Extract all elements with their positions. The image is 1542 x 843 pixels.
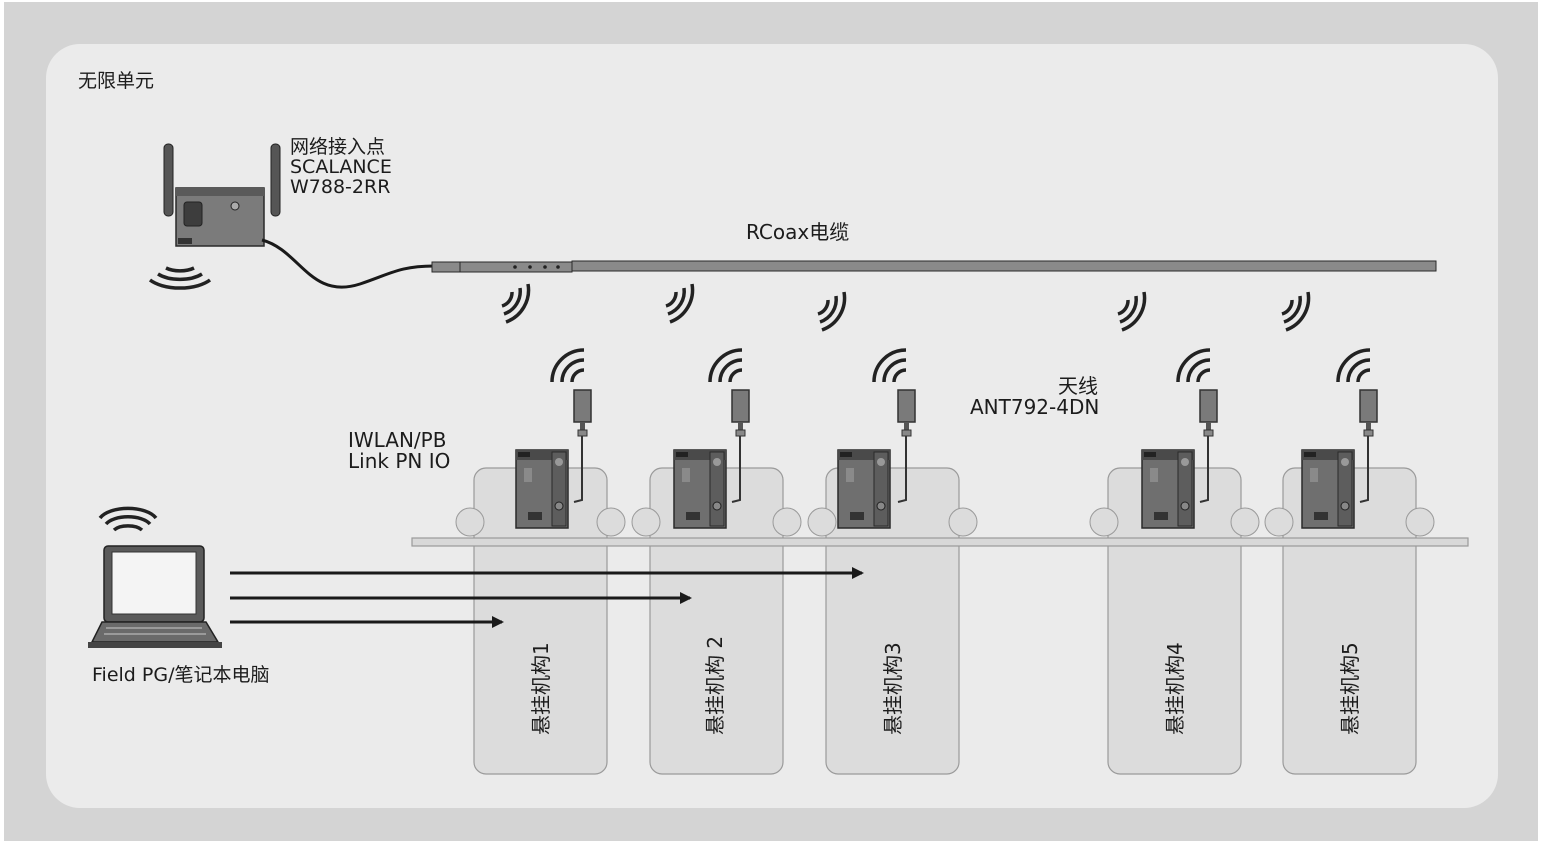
rcoax-cable (431, 260, 1437, 273)
antenna-wave-icons (550, 348, 1372, 384)
hanger-label-1: 悬挂机构1 (529, 642, 553, 735)
access-point-label-line2: SCALANCE (290, 155, 392, 178)
hanger-labels: 悬挂机构1 悬挂机构 2 悬挂机构3 悬挂机构4 悬挂机构5 (529, 636, 1362, 735)
hanger-label-3: 悬挂机构3 (881, 642, 905, 735)
antenna-wave-icon (708, 348, 744, 384)
access-point-label-line3: W788-2RR (290, 175, 391, 198)
link-module-icon (1301, 449, 1355, 529)
antenna-wave-icon (872, 348, 908, 384)
feeder-cable (261, 238, 435, 289)
cable-wave-icons (500, 282, 1311, 332)
diagram-title: 无限单元 (78, 70, 155, 92)
cable-wave-icon (1116, 290, 1147, 332)
laptop-icon (88, 506, 222, 648)
cable-wave-icon (664, 282, 695, 324)
access-point-label: 网络接入点 SCALANCE W788-2RR (290, 136, 392, 198)
link-module-icon (673, 449, 727, 529)
antenna-label-line1: 天线 (1058, 374, 1098, 398)
hanger-label-4: 悬挂机构4 (1163, 642, 1187, 735)
cable-wave-icon (816, 290, 847, 332)
link-module-label-line2: Link PN IO (348, 449, 451, 473)
access-point-device (163, 143, 281, 247)
link-module-icon (1141, 449, 1195, 529)
antenna-label-line2: ANT792-4DN (970, 395, 1100, 419)
hanger-label-2: 悬挂机构 2 (703, 636, 727, 735)
hanger-label-5: 悬挂机构5 (1338, 642, 1362, 735)
cable-wave-icon (1280, 290, 1311, 332)
rail (411, 537, 1469, 547)
rcoax-cable-label: RCoax电缆 (746, 220, 850, 244)
antenna-label: 天线 ANT792-4DN (970, 376, 1099, 418)
antenna-wave-icon (1336, 348, 1372, 384)
laptop-label: Field PG/笔记本电脑 (92, 664, 270, 686)
link-module-label: IWLAN/PB Link PN IO (348, 430, 450, 472)
access-point-wave-icon (148, 266, 212, 290)
hanger-bodies (455, 467, 1435, 775)
link-module-label-line1: IWLAN/PB (348, 428, 447, 452)
link-module-icon (515, 449, 569, 529)
connection-arrows (230, 567, 864, 628)
antenna-wave-icon (550, 348, 586, 384)
access-point-label-line1: 网络接入点 (290, 136, 386, 158)
link-module-icon (837, 449, 891, 529)
antenna-wave-icon (1176, 348, 1212, 384)
cable-wave-icon (500, 282, 531, 324)
